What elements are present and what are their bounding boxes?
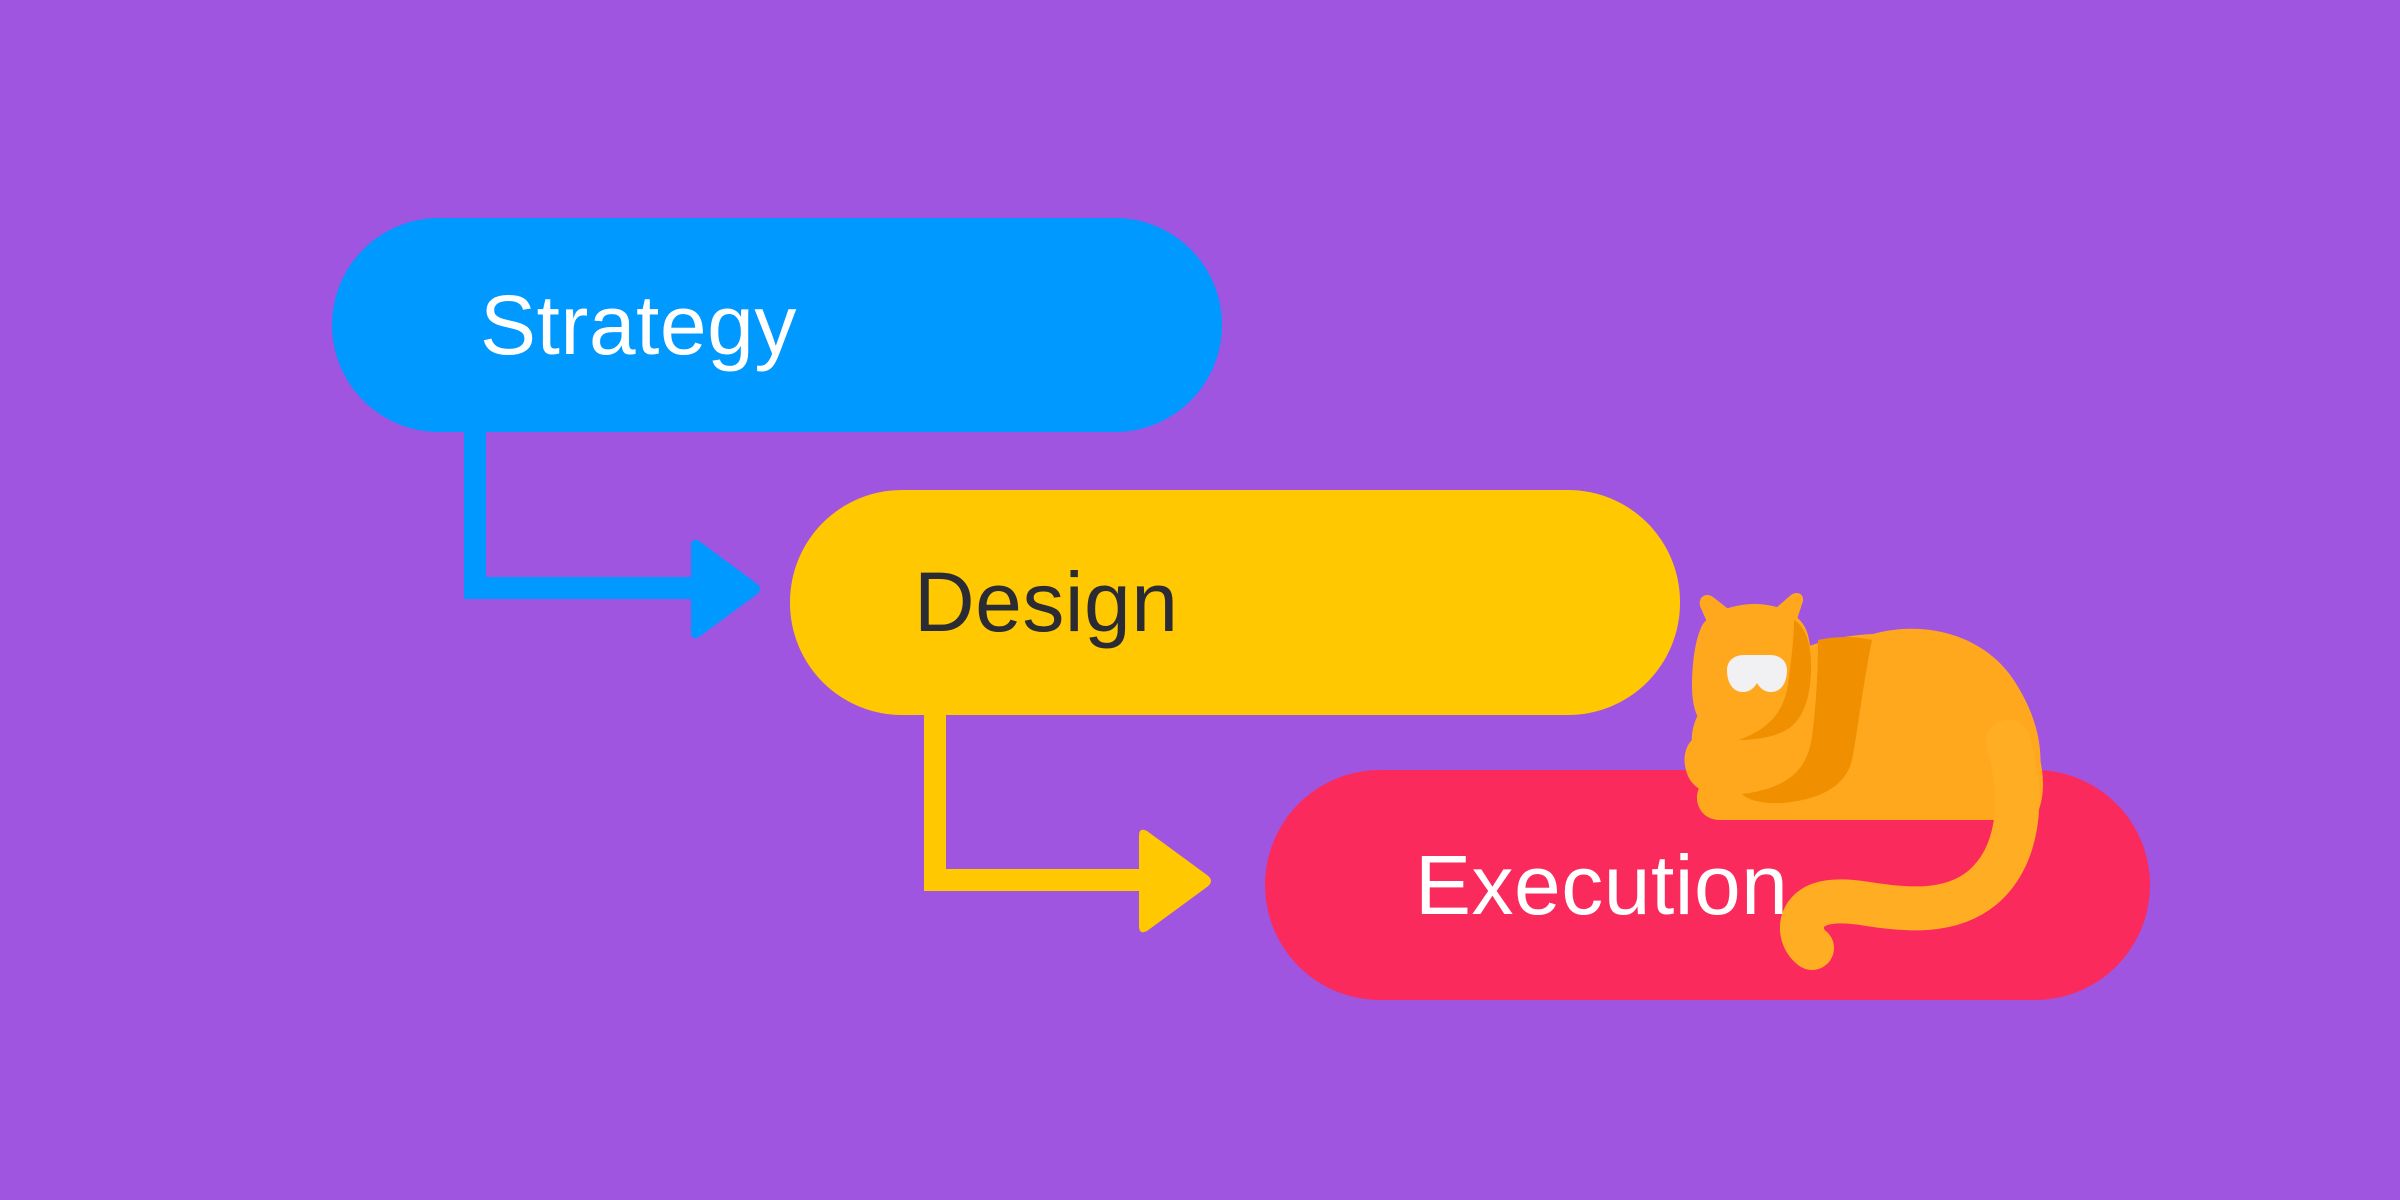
node-execution[interactable]	[1265, 770, 2150, 1000]
connector-strategy-to-design-line	[464, 420, 700, 599]
cat-tail	[1779, 720, 2040, 970]
connector-design-to-execution	[924, 703, 1211, 933]
cat-sleep-mask	[1727, 655, 1787, 692]
node-design-pill[interactable]	[790, 490, 1680, 715]
connector-strategy-to-design-arrowhead	[691, 539, 760, 639]
node-strategy[interactable]	[332, 218, 1222, 432]
node-strategy-pill[interactable]	[332, 218, 1222, 432]
node-design[interactable]	[790, 490, 1680, 715]
cat-head-shading	[1738, 620, 1812, 740]
connector-strategy-to-design	[464, 420, 760, 639]
cat-haunch-shading	[1742, 637, 1872, 804]
sleeping-cat-decoration	[1684, 593, 2043, 970]
connector-design-to-execution-arrowhead	[1139, 829, 1211, 933]
connector-design-to-execution-line	[924, 703, 1148, 891]
cat-front-paw	[1684, 740, 1740, 795]
node-execution-pill[interactable]	[1265, 770, 2150, 1000]
